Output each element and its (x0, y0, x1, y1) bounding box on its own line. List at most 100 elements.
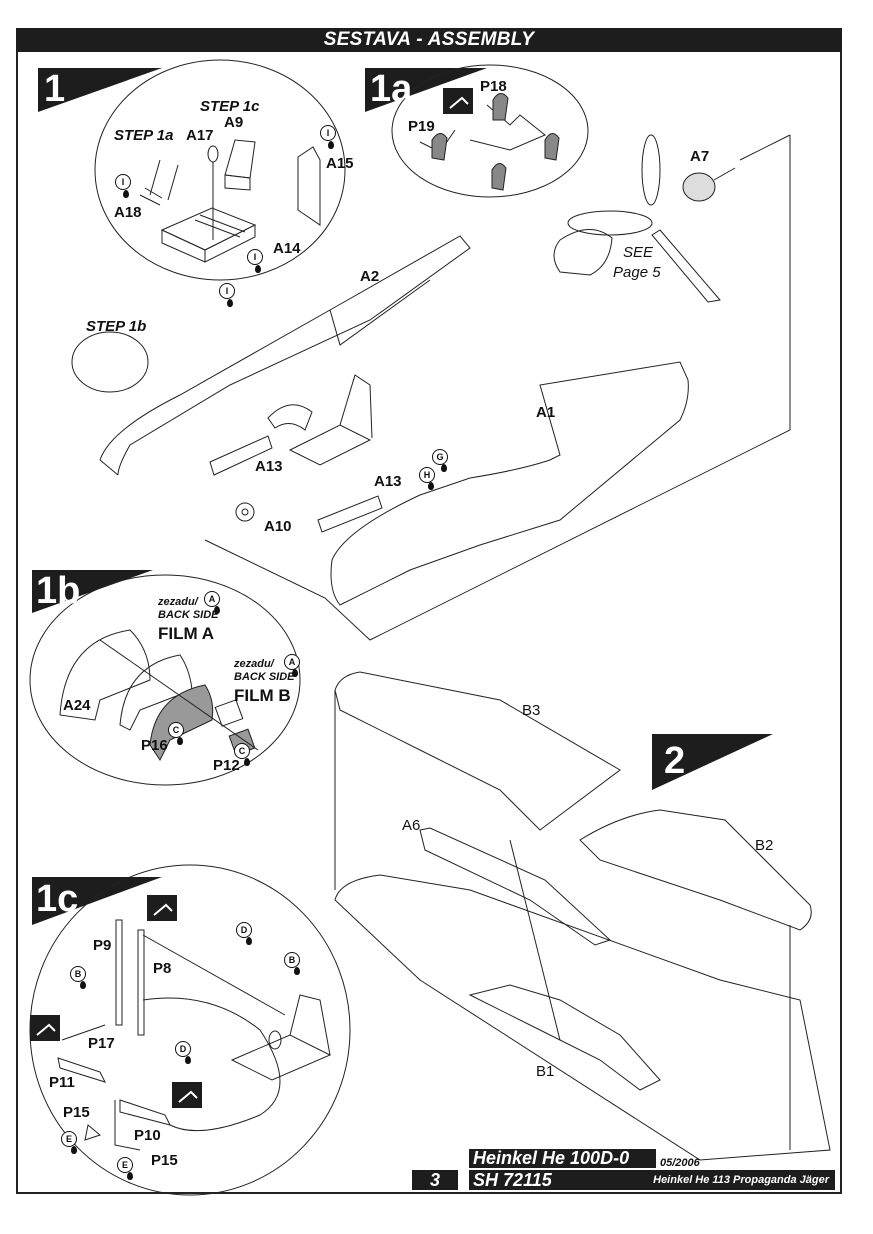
footer-kit-bar: SH 72115 Heinkel He 113 Propaganda Jäger (469, 1170, 835, 1190)
label-p15-left: P15 (63, 1104, 90, 1121)
label-a17: A17 (186, 127, 214, 144)
step-2-flag (652, 734, 773, 790)
label-back-side-2: BACK SIDE (234, 671, 295, 683)
label-step-1c: STEP 1c (200, 98, 260, 115)
paint-drop-icon (246, 937, 252, 945)
paint-drop-icon (428, 482, 434, 490)
label-b3: B3 (522, 702, 541, 719)
label-p9: P9 (93, 937, 112, 954)
paint-marker-e: E (117, 1157, 133, 1173)
paint-marker-c: C (168, 722, 184, 738)
bulkhead-a15 (297, 146, 321, 226)
part-a10 (235, 502, 255, 522)
paint-marker-a: A (204, 591, 220, 607)
paint-marker-e: E (61, 1131, 77, 1147)
part-p15 (84, 1124, 102, 1141)
label-a10: A10 (264, 518, 292, 535)
paint-marker-i: I (247, 249, 263, 265)
paint-drop-icon (185, 1056, 191, 1064)
harness-p9 (115, 919, 123, 1026)
spinner (553, 229, 613, 276)
seat-with-harness (230, 994, 332, 1081)
paint-marker-h: H (419, 467, 435, 483)
kit-code: SH 72115 (473, 1170, 552, 1190)
paint-drop-icon (294, 967, 300, 975)
label-a18: A18 (114, 204, 142, 221)
paint-drop-icon (80, 981, 86, 989)
footer-model-name: Heinkel He 100D-0 (469, 1149, 656, 1168)
label-p19: P19 (408, 118, 435, 135)
label-back-side-1: BACK SIDE (158, 609, 219, 621)
label-a14: A14 (273, 240, 301, 257)
label-see: SEE (623, 244, 654, 261)
label-b1: B1 (536, 1063, 555, 1080)
page-number-text: 3 (429, 1170, 440, 1190)
lower-wing-b1 (334, 874, 831, 1161)
paint-marker-i: I (320, 125, 336, 141)
step-2-number: 2 (664, 740, 686, 782)
step-1a-number: 1a (370, 68, 413, 110)
part-p18 (492, 93, 509, 121)
detail-ellipse-step1b (29, 574, 301, 786)
label-p17: P17 (88, 1035, 115, 1052)
footer-date: 05/2006 (660, 1157, 700, 1169)
label-p10: P10 (134, 1127, 161, 1144)
film-b-part (214, 699, 244, 727)
paint-marker-a: A (284, 654, 300, 670)
model-name-text: Heinkel He 100D-0 (473, 1148, 630, 1168)
paint-marker-i: I (219, 283, 235, 299)
step-1c-flag (32, 877, 162, 925)
label-p11: P11 (49, 1074, 75, 1091)
header-bar: SESTAVA - ASSEMBLY (16, 28, 842, 52)
label-a15: A15 (326, 155, 354, 172)
step-1-flag (38, 68, 162, 112)
fuselage-half-a2 (99, 235, 471, 476)
part-p10 (119, 1099, 171, 1126)
part-a13-right (317, 495, 383, 533)
part-a24 (59, 629, 151, 721)
label-film-b: FILM B (234, 686, 291, 705)
part-p11 (57, 1057, 106, 1083)
label-b2: B2 (755, 837, 774, 854)
label-step-1b: STEP 1b (86, 318, 147, 335)
paint-drop-icon (214, 606, 220, 614)
paint-drop-icon (292, 669, 298, 677)
paint-drop-icon (123, 190, 129, 198)
instrument-panel-step1b (267, 404, 313, 431)
detail-ellipse-step1a (391, 64, 589, 198)
kit-subtitle: Heinkel He 113 Propaganda Jäger (653, 1174, 829, 1186)
label-zezadu-1: zezadu/ (158, 596, 198, 608)
paint-marker-b: B (70, 966, 86, 982)
paint-drop-icon (71, 1146, 77, 1154)
step-1a-flag (365, 68, 487, 112)
label-see-page: Page 5 (613, 264, 661, 281)
detail-ellipse-step1b-small (71, 331, 149, 393)
part-a7 (682, 172, 716, 202)
spar-a6 (419, 827, 611, 946)
wing-b2 (579, 809, 812, 931)
step-1-number: 1 (44, 68, 66, 110)
paint-marker-g: G (432, 449, 448, 465)
step-1c-number: 1c (36, 878, 79, 920)
label-zezadu-2: zezadu/ (234, 658, 274, 670)
wing-b3 (334, 671, 621, 831)
label-film-a: FILM A (158, 624, 215, 643)
seat-a9 (224, 139, 256, 191)
paint-drop-icon (441, 464, 447, 472)
label-a7: A7 (690, 148, 710, 165)
pedals-a18 (139, 187, 163, 206)
label-p8: P8 (153, 960, 172, 977)
label-p15-right: P15 (151, 1152, 178, 1169)
paint-marker-b: B (284, 952, 300, 968)
label-a2: A2 (360, 268, 380, 285)
paint-marker-c: C (234, 743, 250, 759)
harness-p8 (137, 929, 145, 1036)
control-stick-a17 (207, 145, 219, 163)
label-a1: A1 (536, 404, 556, 421)
paint-marker-d: D (175, 1041, 191, 1057)
detail-ellipse-step1 (94, 59, 346, 281)
seat-assembly (288, 374, 373, 466)
page-title: SESTAVA - ASSEMBLY (323, 29, 535, 50)
paint-drop-icon (177, 737, 183, 745)
